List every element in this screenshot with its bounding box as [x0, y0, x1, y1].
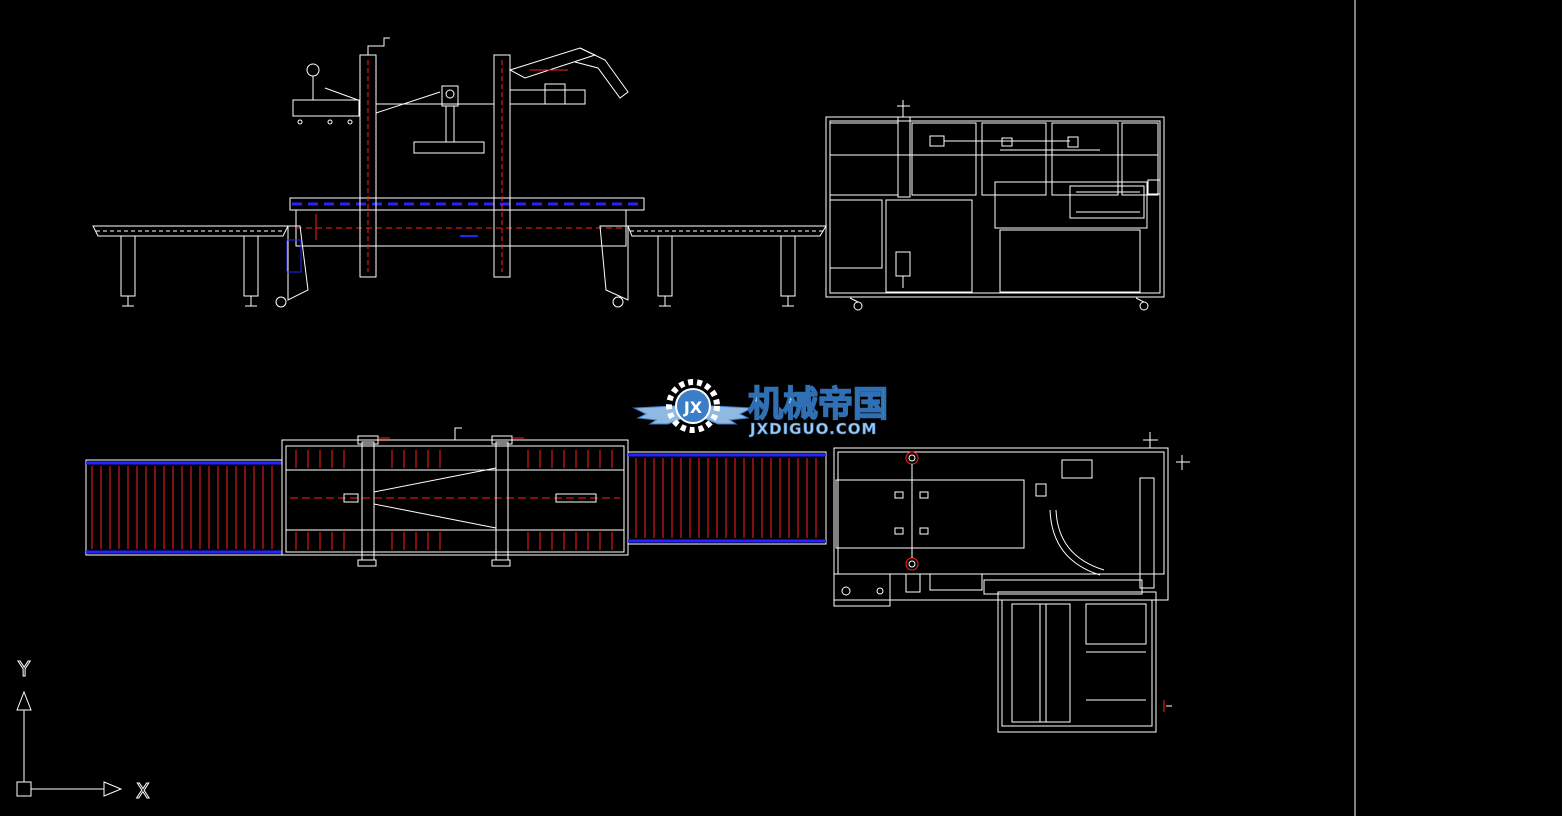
left-conveyor-leg	[120, 235, 136, 297]
logo-letters: JX	[683, 398, 703, 417]
erector-frame	[825, 116, 1165, 298]
watermark-logo: JX 机械帝国 JXDIGUO.COM	[632, 379, 889, 438]
sealer-side-elevation[interactable]	[92, 37, 827, 308]
right-conveyor-top	[627, 225, 827, 237]
right-conveyor-leg	[780, 235, 796, 297]
right-conveyor-plan	[627, 451, 827, 545]
sealer-plan-view[interactable]	[85, 427, 827, 567]
top-pressing-plate	[413, 141, 485, 154]
erector-plan-view[interactable]	[833, 432, 1190, 733]
ucs-x-label: X	[136, 779, 150, 803]
erector-side-elevation[interactable]	[825, 100, 1165, 311]
ucs-icon	[16, 690, 123, 797]
right-conveyor-leg	[657, 235, 673, 297]
left-conveyor-plan	[85, 459, 283, 556]
left-conveyor-top	[92, 225, 289, 237]
sealer-column-right	[493, 54, 511, 278]
magazine-frame	[997, 591, 1157, 733]
gear-icon	[666, 379, 720, 433]
left-conveyor-leg	[243, 235, 259, 297]
ucs-y-label: Y	[17, 657, 31, 681]
watermark-domain: JXDIGUO.COM	[749, 420, 877, 438]
watermark-title: 机械帝国	[748, 385, 888, 425]
